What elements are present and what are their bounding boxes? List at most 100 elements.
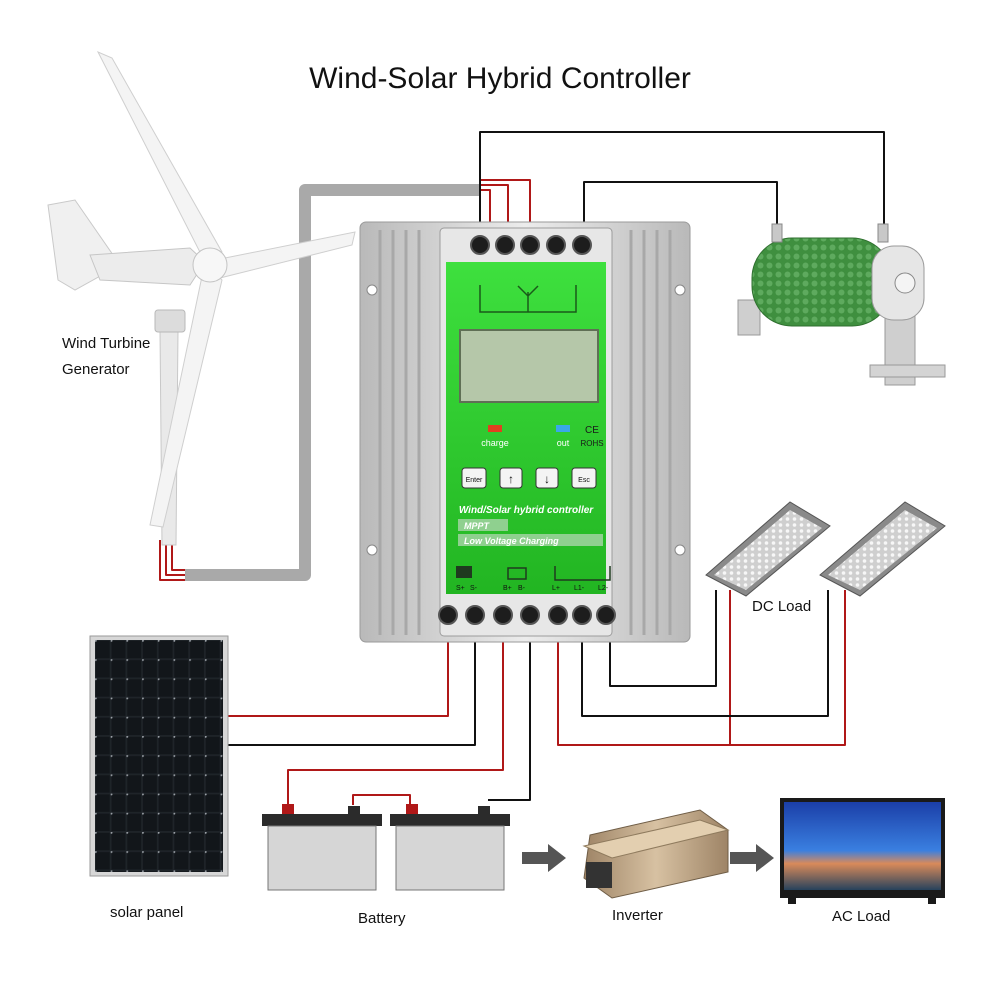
wire-top-red-1 [480,189,491,235]
bottom-terminals [438,605,616,625]
street-lamp [705,501,831,597]
wire-top-red-3 [480,179,531,235]
battery-wire-black [488,620,531,801]
negative-terminal [348,806,360,814]
terminal-label: B+ [503,585,512,592]
tv-stand [788,898,796,904]
inverter-top [582,819,730,859]
solar-panel-label: solar panel [110,904,184,921]
svg-text:Esc: Esc [578,477,590,484]
dc-load-wire-black-1 [581,590,829,717]
wiring [159,131,885,805]
rohs-mark: ROHS [580,439,603,448]
enter-button: Enter [461,467,487,489]
mount-hole [674,284,686,296]
solar-panel [89,635,229,877]
terminal [596,605,616,625]
mppt-banner [458,519,508,531]
resistor-lug [771,223,783,243]
terminal [520,605,540,625]
battery-link [352,794,411,805]
battery-label: Battery [358,910,406,927]
terminal [548,605,568,625]
inverter-panel [586,862,612,888]
terminal [495,235,515,255]
mount-hole [366,544,378,556]
wind-turbine-label-line2: Generator [62,361,130,378]
low-voltage-charging-feature: Low Voltage Charging [464,536,559,546]
wind-turbine [47,50,356,546]
turbine-body [89,247,206,286]
batteries [262,804,510,891]
resistor-lug [877,223,889,243]
turbine-lead-red-1 [159,540,185,581]
top-terminals [470,235,592,255]
charge-led [488,425,502,432]
wire-top-red-2 [480,184,509,235]
controller-brand-line: Wind/Solar hybrid controller [459,505,594,516]
dc-load-wire-black-2 [609,590,717,687]
positive-terminal [406,804,418,814]
terminal-label: S+ [456,585,465,592]
resistor-foot [869,364,946,378]
dump-load-resistor [737,223,946,386]
resistor-end-bolt [894,272,916,294]
svg-text:Enter: Enter [466,477,483,484]
terminal [438,605,458,625]
solar-wire-red [228,620,449,717]
wind-turbine-label-line1: Wind Turbine [62,335,151,352]
terminal-label: L+ [552,585,560,592]
hybrid-controller: charge out CE ROHS Enter ↑ ↓ Esc Wind/So… [359,221,691,643]
out-led [556,425,570,432]
battery-wire-red [287,620,504,805]
down-button: ↓ [535,467,559,489]
up-arrow-icon: ↑ [508,472,514,486]
arrow-right-icon [522,844,566,872]
terminal [572,235,592,255]
terminal [465,605,485,625]
inverter [582,809,730,899]
solar-terminal-icon [456,566,472,578]
battery-1 [262,804,382,891]
dump-load-wire-1 [479,131,885,235]
tv-screen [784,802,941,890]
charge-indicator-label: charge [481,438,509,448]
solar-wire-black [228,620,476,746]
inverter-label: Inverter [612,907,663,924]
turbine-lead-red-2 [165,540,185,576]
dc-load-lamps [705,501,946,597]
turbine-symbol [479,285,577,313]
battery-terminal-icon [507,567,527,580]
terminal [470,235,490,255]
terminal [520,235,540,255]
turbine-blade-right [204,231,356,281]
turbine-hub [192,247,228,283]
mppt-feature: MPPT [464,521,491,531]
terminal [546,235,566,255]
turbine-cable [185,184,480,581]
out-indicator-label: out [557,438,570,448]
ce-mark: CE [585,425,599,436]
mount-hole [366,284,378,296]
load-terminal-icon [554,566,611,581]
turbine-yaw [154,309,186,333]
dc-load-label: DC Load [752,598,812,615]
turbine-lead-red-3 [171,540,185,571]
arrow-right-icon [730,844,774,872]
esc-button: Esc [571,467,597,489]
terminal-label: B- [518,585,526,592]
negative-terminal [478,806,490,814]
terminal [493,605,513,625]
dump-load-wire-2 [583,181,778,235]
dc-load-wire-red-2 [730,590,846,746]
housing-fins [378,230,672,635]
down-arrow-icon: ↓ [544,472,550,486]
mount-hole [674,544,686,556]
dc-load-wire-red [557,590,731,746]
up-button: ↑ [499,467,523,489]
ac-load-tv [780,798,945,904]
positive-terminal [282,804,294,814]
terminal-label: S- [470,585,478,592]
lvc-banner [458,534,603,546]
